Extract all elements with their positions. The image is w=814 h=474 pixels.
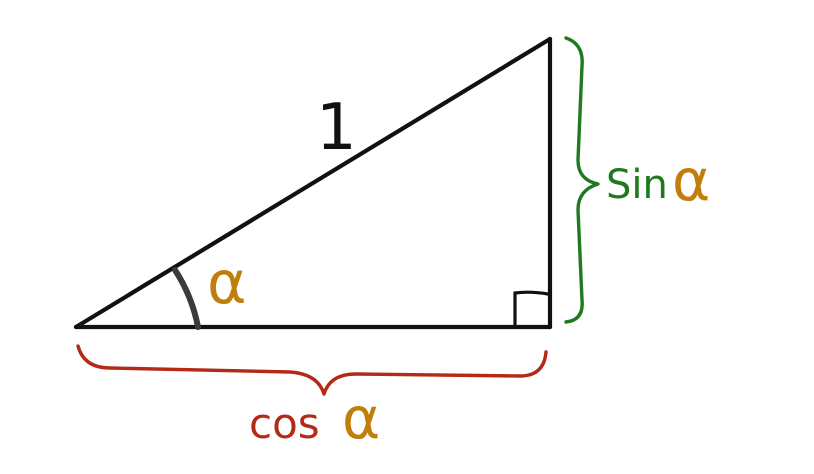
hypotenuse-label: 1 [316,91,357,165]
sine-brace [564,36,600,324]
right-angle-marker [513,290,550,328]
angle-label: α [207,248,247,318]
sine-alpha-symbol: α [672,146,710,214]
sine-label: Sin [606,162,668,208]
hypotenuse-line [73,36,553,330]
cosine-alpha-symbol: α [342,384,380,452]
cosine-label: cos [249,399,320,448]
cosine-brace [76,344,548,396]
angle-arc [172,267,201,330]
triangle [73,36,553,330]
